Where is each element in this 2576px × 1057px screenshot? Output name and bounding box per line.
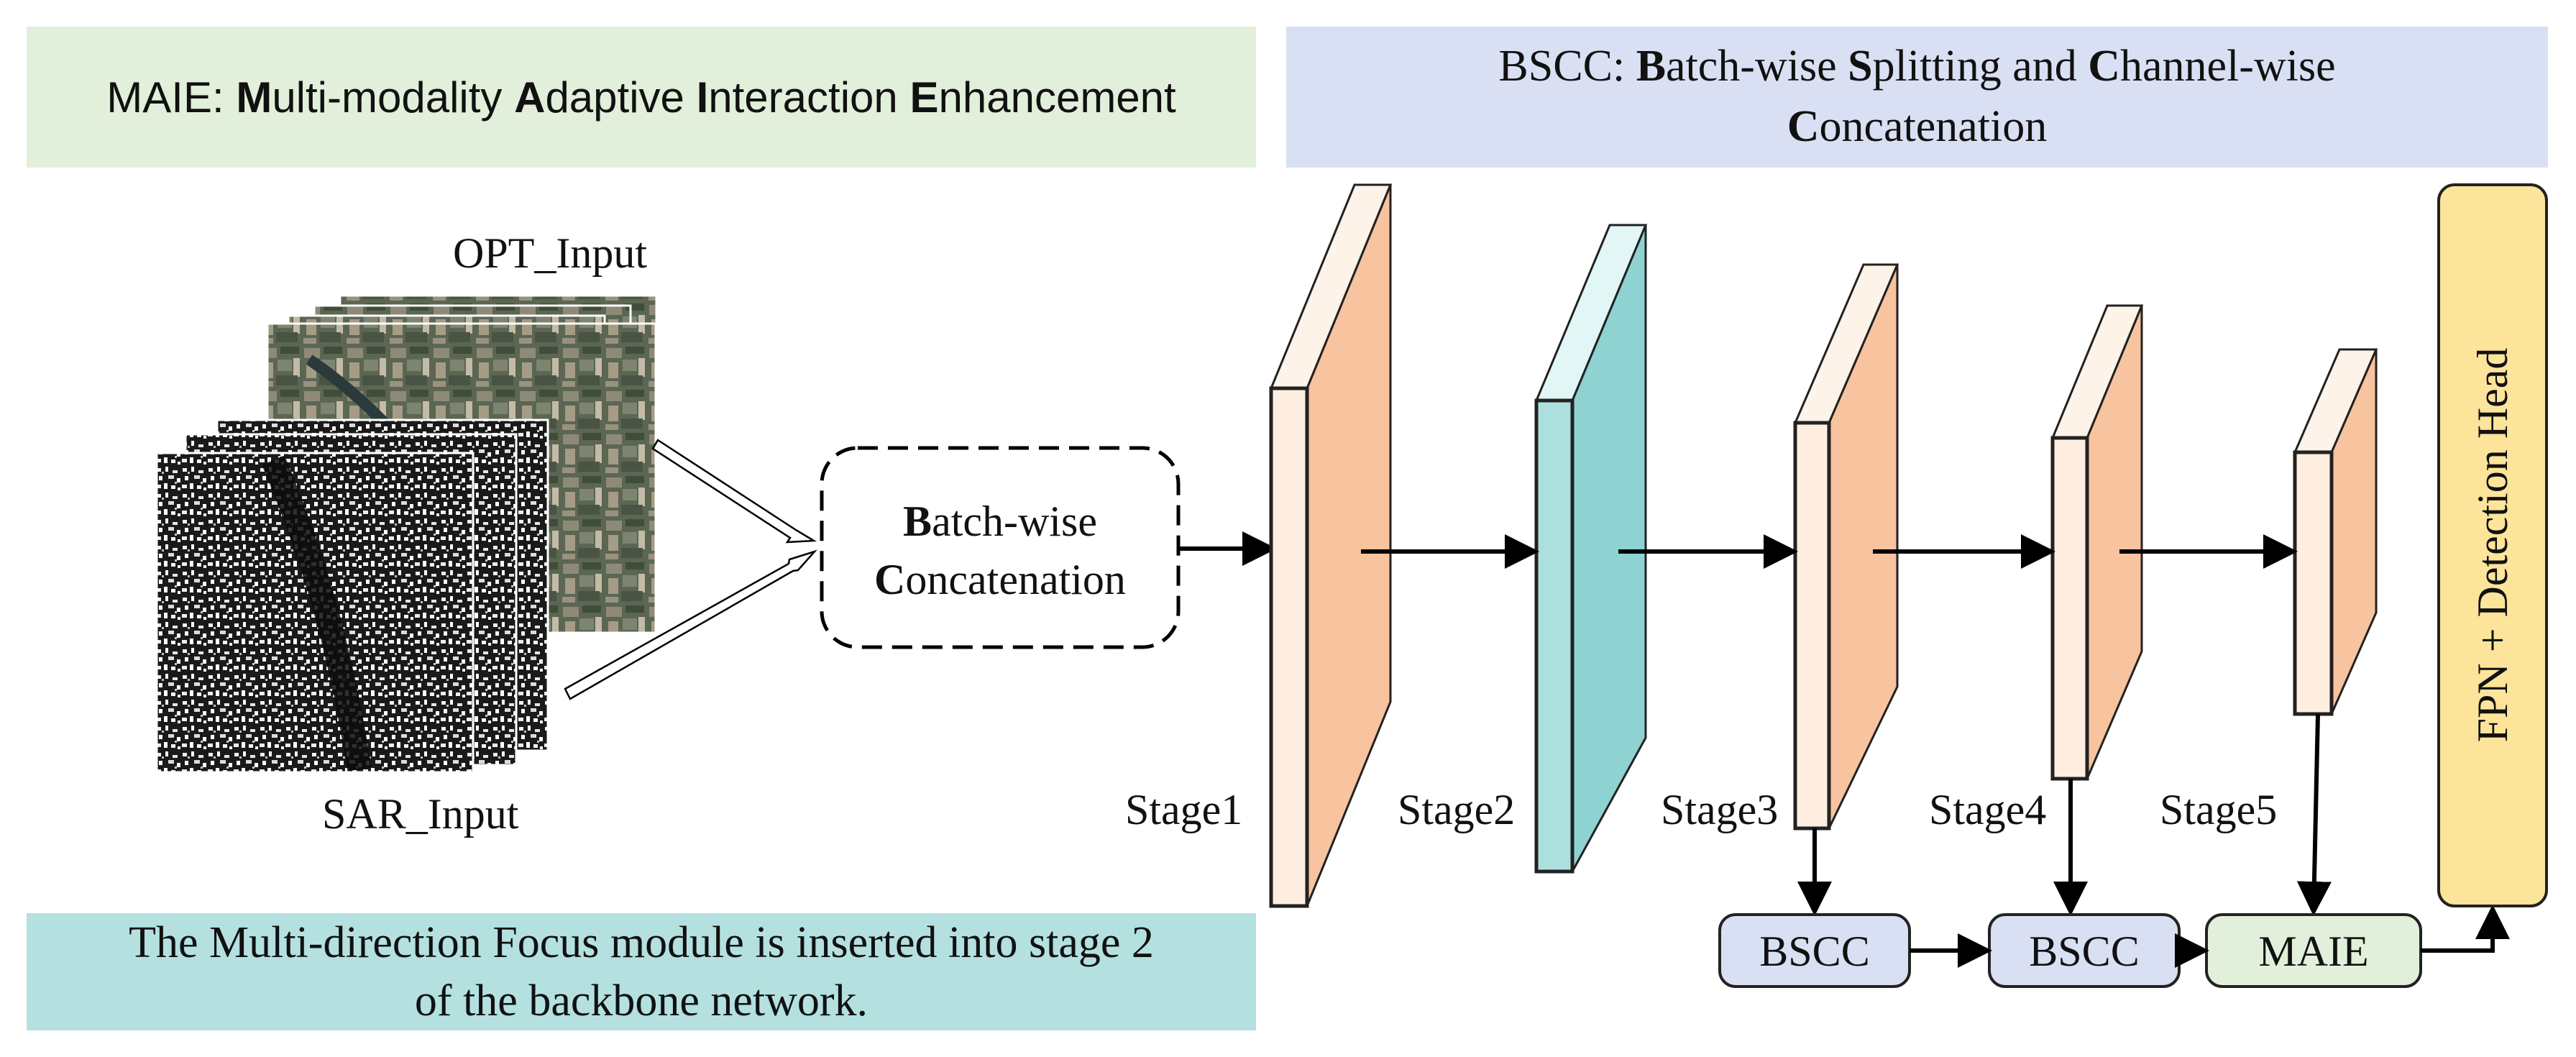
svg-text:BSCC: BSCC (1759, 928, 1869, 975)
sar-image-stack (155, 418, 549, 774)
stage3-block (1793, 263, 1899, 830)
stage5-down-arrow (2296, 713, 2332, 916)
maie-legend-box: MAIE: Multi-modality Adaptive Interactio… (27, 27, 1256, 168)
bscc-legend-box: BSCC: Batch-wise Splitting and Channel-w… (1286, 27, 2548, 168)
stage4-block (2050, 304, 2144, 781)
note-legend-box: The Multi-direction Focus module is inse… (27, 913, 1256, 1030)
stage2-label: Stage2 (1398, 786, 1516, 833)
stage3-label: Stage3 (1661, 786, 1779, 833)
maie-to-head-arrow (2421, 905, 2510, 953)
svg-text:Concatenation: Concatenation (874, 556, 1126, 603)
stage4-label: Stage4 (1929, 786, 2047, 833)
stage-to-module-arrows (1797, 713, 2332, 916)
fpn-detection-head: FPN + Detection Head (2437, 183, 2548, 907)
module-bscc-2: BSCC (1988, 913, 2181, 988)
svg-text:MAIE: MAIE (2258, 928, 2368, 975)
stage5-block (2293, 348, 2378, 716)
opt-input-label: OPT_Input (453, 229, 647, 277)
stage1-label: Stage1 (1125, 786, 1243, 833)
module-maie: MAIE (2205, 913, 2422, 988)
maie-legend-text: MAIE: Multi-modality Adaptive Interactio… (106, 73, 1176, 122)
svg-text:BSCC: BSCC (2029, 928, 2139, 975)
module-arrows (1910, 905, 2510, 968)
svg-text:FPN + Detection Head: FPN + Detection Head (2469, 348, 2516, 743)
input-arrows (564, 439, 817, 700)
opt-hollow-arrow (651, 439, 817, 544)
stage1-block (1269, 183, 1393, 908)
module-bscc-1: BSCC (1718, 913, 1911, 988)
sar-input-label: SAR_Input (322, 790, 519, 838)
sar-hollow-arrow (564, 549, 817, 700)
bscc-legend-text: BSCC: Batch-wise Splitting and Channel-w… (1498, 42, 2336, 151)
svg-text:Batch-wise: Batch-wise (903, 498, 1097, 545)
stage5-label: Stage5 (2160, 786, 2278, 833)
stage2-block (1534, 224, 1648, 874)
batch-concat-box: Batch-wise Concatenation (820, 446, 1181, 649)
note-legend-text: The Multi-direction Focus module is inse… (129, 918, 1154, 1025)
